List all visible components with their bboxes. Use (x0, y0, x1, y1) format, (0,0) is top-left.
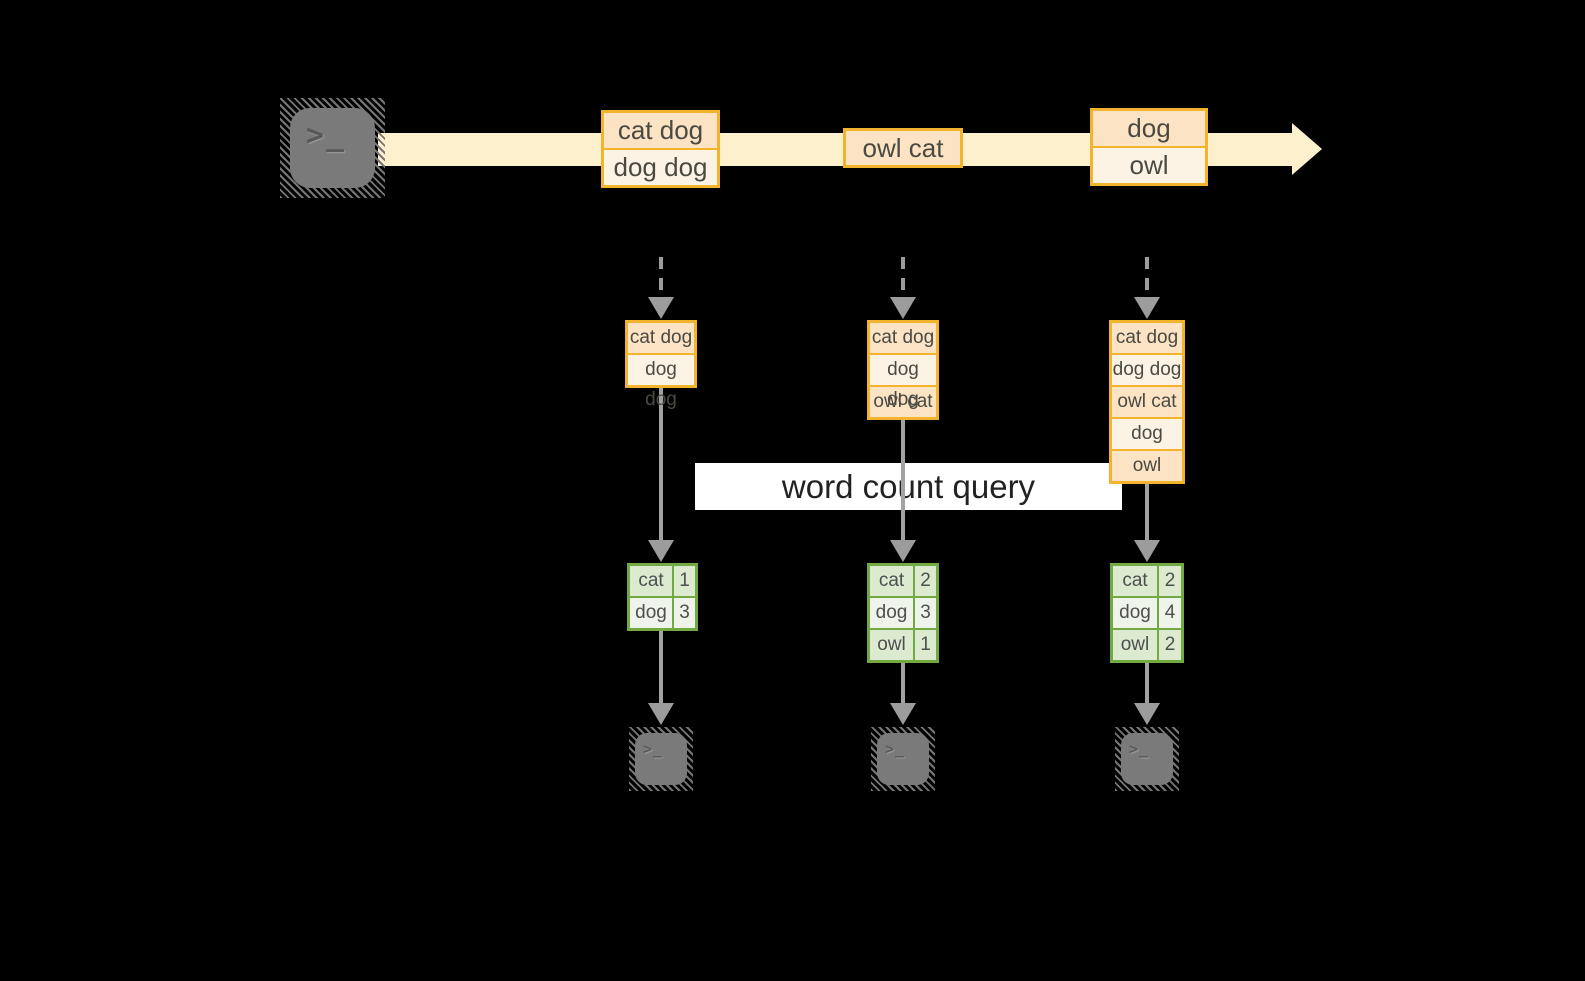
down-arrowhead-icon (1134, 540, 1160, 562)
down-arrowhead-icon (1134, 703, 1160, 725)
count-table-1: cat 1 dog 3 (627, 563, 698, 631)
down-arrowhead-icon (890, 703, 916, 725)
count-table-3: cat 2 dog 4 owl 2 (1110, 563, 1184, 663)
dashed-arrow-line (901, 257, 905, 297)
word-cell: cat (630, 566, 672, 596)
terminal-prompt-glyph: >_ (306, 118, 347, 153)
query-label: word count query (781, 467, 1036, 505)
terminal-screen: >_ (877, 733, 929, 785)
word-cell: owl (1113, 630, 1157, 660)
terminal-prompt-glyph: >_ (1129, 740, 1150, 758)
down-arrowhead-icon (1134, 297, 1160, 319)
word-cell: cat (1113, 566, 1157, 596)
buffer-row: cat dog (1112, 323, 1182, 353)
connector-line (901, 420, 905, 540)
buffer-stack-2: cat dog dog dog owl cat (867, 320, 939, 420)
buffer-row: cat dog (870, 323, 936, 353)
producer-terminal-icon: >_ (280, 98, 385, 198)
connector-line (1145, 484, 1149, 540)
query-strip: word count query (695, 463, 1122, 510)
dashed-arrow-line (659, 257, 663, 297)
count-cell: 2 (1159, 630, 1181, 660)
message-row: owl cat (846, 131, 960, 165)
word-cell: dog (630, 598, 672, 628)
count-cell: 3 (674, 598, 695, 628)
count-cell: 4 (1159, 598, 1181, 628)
down-arrowhead-icon (648, 703, 674, 725)
count-cell: 1 (915, 630, 936, 660)
word-cell: dog (1113, 598, 1157, 628)
consumer-terminal-icon: >_ (1115, 727, 1179, 791)
buffer-row: cat dog (628, 323, 694, 353)
message-row: dog dog (604, 150, 717, 185)
down-arrowhead-icon (890, 540, 916, 562)
word-cell: owl (870, 630, 913, 660)
terminal-screen: >_ (290, 108, 375, 188)
consumer-terminal-icon: >_ (871, 727, 935, 791)
down-arrowhead-icon (890, 297, 916, 319)
buffer-row: dog dog (1112, 355, 1182, 385)
terminal-prompt-glyph: >_ (885, 740, 906, 758)
buffer-row: dog dog (870, 355, 936, 410)
count-cell: 1 (674, 566, 695, 596)
count-table-2: cat 2 dog 3 owl 1 (867, 563, 939, 663)
stream-message-2: owl cat (843, 128, 963, 168)
dashed-arrow-line (1145, 257, 1149, 297)
buffer-row: owl (1112, 451, 1182, 481)
buffer-stack-1: cat dog dog dog (625, 320, 697, 410)
count-cell: 2 (1159, 566, 1181, 596)
count-cell: 2 (915, 566, 936, 596)
word-cell: dog (870, 598, 913, 628)
message-row: owl (1093, 148, 1205, 183)
buffer-row: owl cat (870, 387, 936, 417)
count-cell: 3 (915, 598, 936, 628)
down-arrowhead-icon (648, 297, 674, 319)
buffer-stack-3: cat dog dog dog owl cat dog owl (1109, 320, 1185, 484)
connector-line (901, 663, 905, 703)
stream-arrowhead-icon (1292, 123, 1322, 175)
terminal-screen: >_ (635, 733, 687, 785)
terminal-prompt-glyph: >_ (643, 740, 664, 758)
buffer-row: owl cat (1112, 387, 1182, 417)
message-row: dog (1093, 111, 1205, 146)
connector-line (1145, 663, 1149, 703)
buffer-row: dog (1112, 419, 1182, 449)
stream-message-3: dog owl (1090, 108, 1208, 186)
buffer-row: dog dog (628, 355, 694, 410)
consumer-terminal-icon: >_ (629, 727, 693, 791)
terminal-screen: >_ (1121, 733, 1173, 785)
down-arrowhead-icon (648, 540, 674, 562)
word-cell: cat (870, 566, 913, 596)
stream-message-1: cat dog dog dog (601, 110, 720, 188)
connector-line (659, 631, 663, 703)
message-row: cat dog (604, 113, 717, 148)
connector-line (659, 388, 663, 540)
